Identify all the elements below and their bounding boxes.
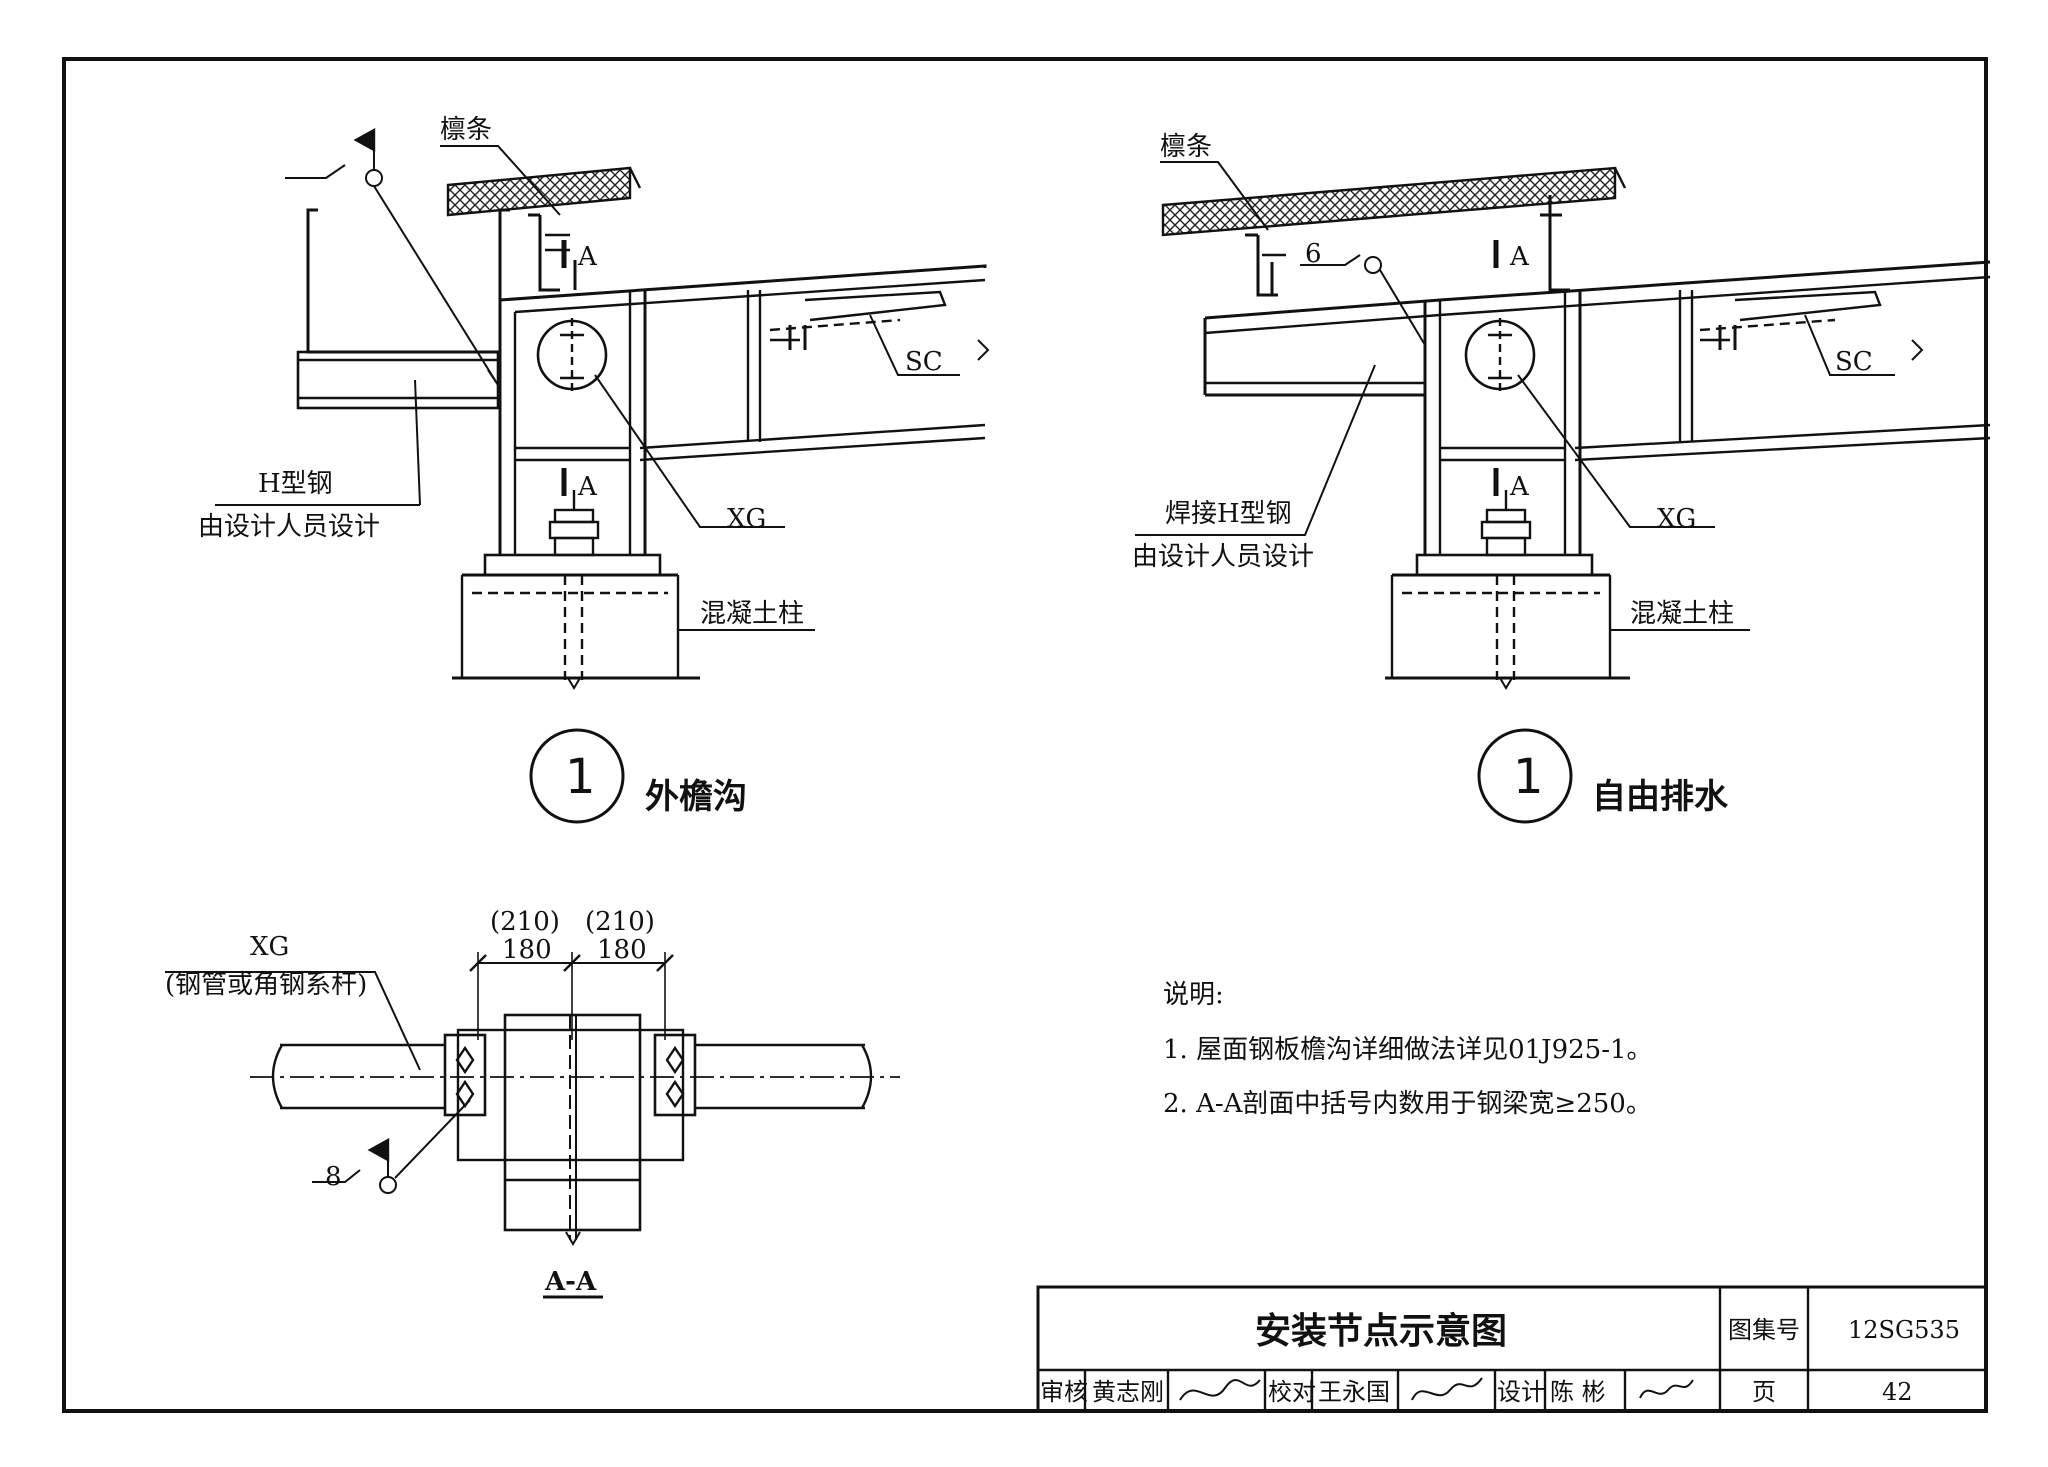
notes-item-1: 1. 屋面钢板檐沟详细做法详见01J925-1。 [1163, 1035, 1653, 1065]
aa-dim-left-paren: (210) [490, 907, 560, 937]
atlas-number: 12SG535 [1848, 1316, 1960, 1344]
right-sc-label: SC [1835, 347, 1873, 377]
aa-xg-label: XG [250, 932, 289, 962]
drawing-border [62, 57, 1988, 1413]
notes-item-2: 2. A-A剖面中括号内数用于钢梁宽≥250。 [1163, 1089, 1652, 1119]
left-beam-label: H型钢 [258, 469, 333, 499]
left-detail-number: 1 [565, 749, 596, 805]
atlas-label: 图集号 [1728, 1316, 1800, 1344]
left-detail [215, 127, 990, 824]
right-section-mark-bottom: A [1509, 472, 1530, 502]
checker-name: 王永国 [1318, 1378, 1390, 1406]
right-detail [1135, 161, 1991, 824]
review-label: 审核 [1040, 1378, 1088, 1406]
aa-dim-right-paren: (210) [585, 907, 655, 937]
aa-title: A-A [544, 1267, 597, 1297]
check-label: 校对 [1268, 1378, 1316, 1406]
left-detail-title: 外檐沟 [645, 777, 747, 817]
right-column-label: 混凝土柱 [1630, 599, 1734, 629]
right-purlin-label: 檩条 [1160, 132, 1212, 162]
left-column-label: 混凝土柱 [700, 599, 804, 629]
designer-name: 陈 彬 [1550, 1378, 1606, 1406]
right-weld-size: 6 [1305, 239, 1322, 269]
left-beam-note: 由设计人员设计 [198, 512, 380, 542]
section-aa [165, 952, 900, 1299]
right-detail-title: 自由排水 [1592, 777, 1729, 817]
aa-dim-left: 180 [502, 935, 552, 965]
page-number: 42 [1882, 1378, 1913, 1406]
left-section-mark-bottom: A [577, 472, 598, 502]
right-beam-note: 由设计人员设计 [1132, 542, 1314, 572]
page-label: 页 [1752, 1378, 1776, 1406]
aa-weld-note: 8 [325, 1162, 342, 1192]
left-xg-label: XG [727, 504, 766, 534]
title-block [1036, 1285, 1988, 1413]
left-sc-label: SC [905, 347, 943, 377]
design-label: 设计 [1497, 1378, 1545, 1406]
aa-xg-note: (钢管或角钢系杆) [165, 970, 367, 1000]
right-detail-number: 1 [1513, 749, 1544, 805]
aa-dim-right: 180 [597, 935, 647, 965]
left-section-mark-top: A [577, 242, 598, 272]
right-beam-label: 焊接H型钢 [1165, 499, 1292, 529]
right-xg-label: XG [1657, 504, 1696, 534]
right-section-mark-top: A [1509, 242, 1530, 272]
notes-heading: 说明: [1163, 980, 1224, 1010]
left-purlin-label: 檩条 [440, 115, 492, 145]
title-block-title: 安装节点示意图 [1255, 1311, 1507, 1352]
reviewer-name: 黄志刚 [1092, 1378, 1164, 1406]
